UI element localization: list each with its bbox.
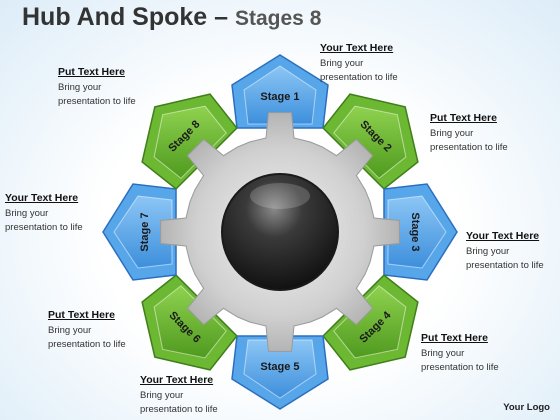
stage-1-label: Stage 1 — [260, 91, 299, 103]
stage-7-label: Stage 7 — [139, 212, 151, 251]
callout-heading: Put Text Here — [48, 309, 115, 321]
logo-text: Your Logo — [503, 402, 550, 413]
callout-heading: Your Text Here — [466, 230, 540, 242]
hub-sphere — [221, 173, 339, 291]
callout-heading: Put Text Here — [421, 332, 488, 344]
stage-2-segment — [322, 93, 419, 190]
callout-heading: Your Text Here — [140, 374, 214, 386]
callout-heading: Your Text Here — [320, 42, 394, 54]
stage-5-label: Stage 5 — [260, 361, 299, 373]
stage-7-segment — [102, 183, 177, 281]
stage-3-segment — [383, 183, 458, 281]
stage-3-label: Stage 3 — [409, 212, 421, 251]
stage-8-segment — [141, 93, 238, 190]
callout-heading: Put Text Here — [430, 112, 497, 124]
hub-highlight — [250, 183, 310, 209]
callout-heading: Put Text Here — [58, 66, 125, 78]
stage-6-segment — [141, 274, 238, 371]
page-title: Hub And Spoke – Stages 8 — [22, 3, 322, 31]
stage-4-segment — [322, 274, 419, 371]
callout-heading: Your Text Here — [5, 192, 79, 204]
stage-5-segment — [231, 335, 329, 410]
stage-1-segment — [231, 54, 329, 129]
